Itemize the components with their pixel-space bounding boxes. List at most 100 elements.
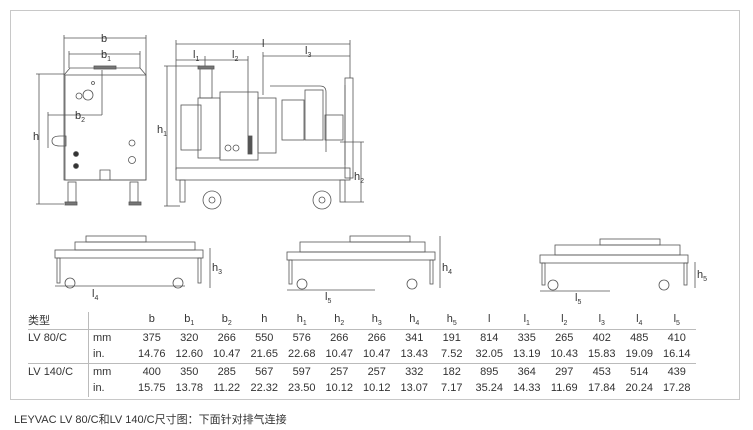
value-cell: 11.22 — [213, 382, 241, 395]
label-h: h — [33, 131, 39, 143]
value-cell: 13.19 — [508, 346, 546, 364]
small-view-labels: h3 l4 h4 l5 h5 l5 — [92, 262, 707, 306]
unit-cell: mm — [88, 329, 133, 346]
label-l3: l3 — [305, 45, 311, 59]
unit-cell: mm — [88, 363, 133, 380]
value-cell: 20.24 — [625, 382, 654, 395]
column-header: h2 — [320, 312, 358, 330]
value-cell: 14.76 — [133, 346, 171, 364]
column-subscript: 2 — [340, 320, 345, 328]
column-subscript: 4 — [415, 320, 420, 328]
value-cell: 439 — [667, 365, 686, 378]
column-subscript: 5 — [452, 320, 457, 328]
column-header: l3 — [583, 312, 621, 330]
side-view-labels: l l1 l2 l3 h1 h2 — [157, 38, 364, 185]
value-cell: 10.47 — [358, 346, 396, 364]
value-cell: 297 — [555, 365, 574, 378]
value-cell: 576 — [292, 331, 311, 344]
value-cell: 13.78 — [175, 382, 204, 395]
value-cell: 21.65 — [245, 346, 283, 364]
value-cell: 22.68 — [283, 346, 321, 364]
value-cell: 23.50 — [287, 382, 316, 395]
value-cell: 17.84 — [587, 382, 616, 395]
column-header: h3 — [358, 312, 396, 330]
column-header: h4 — [395, 312, 433, 330]
value-cell: 266 — [217, 331, 236, 344]
column-header: l4 — [620, 312, 658, 330]
front-view-drawing — [36, 35, 147, 206]
value-cell: 567 — [255, 365, 274, 378]
front-view-labels: b b1 b2 h — [33, 33, 111, 143]
label-l4: l4 — [92, 288, 98, 302]
label-l1: l1 — [193, 49, 199, 63]
value-cell: 364 — [517, 365, 536, 378]
column-subscript: 5 — [676, 320, 680, 328]
value-cell: 15.75 — [137, 382, 166, 395]
column-header: b1 — [170, 312, 208, 330]
column-base: l — [598, 313, 602, 326]
model-name: LV 140/C — [28, 365, 74, 378]
value-cell: 12.60 — [170, 346, 208, 364]
column-base: h — [296, 313, 303, 326]
value-cell: 400 — [142, 365, 161, 378]
type-header: 类型 — [28, 312, 89, 330]
value-cell: 182 — [442, 365, 461, 378]
label-l5-b: l5 — [575, 292, 581, 306]
column-subscript: 2 — [563, 320, 568, 328]
column-subscript: 1 — [190, 320, 195, 328]
value-cell: 335 — [517, 331, 536, 344]
value-cell: 35.24 — [475, 382, 504, 395]
column-subscript: 3 — [377, 320, 382, 328]
value-cell: 10.12 — [325, 382, 354, 395]
value-cell: 10.47 — [208, 346, 246, 364]
label-l5-a: l5 — [325, 291, 331, 305]
side-view-drawing — [164, 40, 364, 210]
value-cell: 266 — [367, 331, 386, 344]
value-cell: 10.43 — [545, 346, 583, 364]
column-header: b — [133, 312, 171, 330]
value-cell: 814 — [480, 331, 499, 344]
value-cell: 7.52 — [433, 346, 471, 364]
column-base: h — [261, 313, 268, 326]
value-cell: 350 — [180, 365, 199, 378]
model-name — [28, 380, 89, 397]
column-base: l — [523, 313, 527, 326]
unit-cell: in. — [88, 380, 133, 397]
value-cell: 257 — [330, 365, 349, 378]
value-cell: 19.09 — [620, 346, 658, 364]
value-cell: 895 — [480, 365, 499, 378]
label-h5: h5 — [697, 269, 707, 283]
value-cell: 550 — [255, 331, 274, 344]
value-cell: 13.43 — [395, 346, 433, 364]
value-cell: 11.69 — [550, 382, 578, 395]
value-cell: 485 — [630, 331, 649, 344]
model-name — [28, 346, 89, 364]
column-base: h — [334, 313, 341, 326]
value-cell: 597 — [292, 365, 311, 378]
label-h3: h3 — [212, 262, 222, 276]
value-cell: 410 — [667, 331, 686, 344]
column-header: l2 — [545, 312, 583, 330]
column-header: l — [470, 312, 508, 330]
column-base: b — [184, 313, 191, 326]
column-base: b — [221, 313, 228, 326]
technical-drawings: b b1 b2 h — [33, 33, 707, 306]
column-base: l — [673, 313, 677, 326]
label-b2: b2 — [75, 110, 85, 124]
column-header: h — [245, 312, 283, 330]
value-cell: 16.14 — [658, 346, 696, 364]
small-view-3 — [539, 238, 696, 292]
column-subscript: 2 — [227, 320, 232, 328]
column-base: h — [446, 313, 453, 326]
frame-border — [10, 10, 740, 400]
column-base: b — [148, 313, 155, 326]
column-subscript: 1 — [302, 320, 307, 328]
label-b: b — [101, 33, 107, 45]
column-subscript: 4 — [638, 320, 643, 328]
label-h4: h4 — [442, 262, 452, 276]
value-cell: 32.05 — [470, 346, 508, 364]
value-cell: 7.17 — [441, 382, 463, 395]
